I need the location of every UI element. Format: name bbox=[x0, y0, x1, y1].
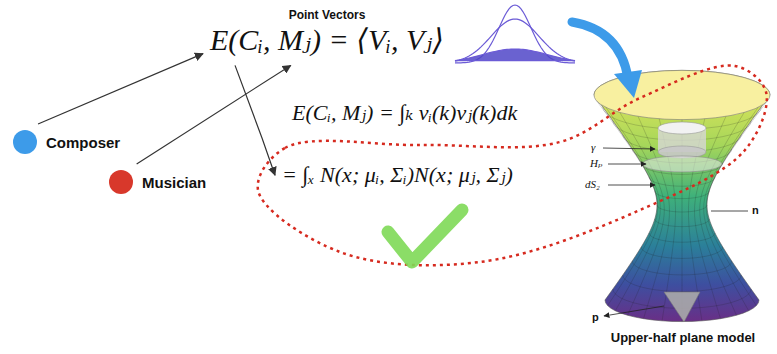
figure-caption: Upper-half plane model bbox=[611, 330, 755, 345]
mesh-line bbox=[704, 107, 759, 310]
mesh-line bbox=[597, 101, 658, 305]
hyperboloid-surface bbox=[594, 70, 770, 321]
symbol-label: n bbox=[752, 204, 759, 216]
formula-text: E(Cᵢ, Mⱼ) = ∫ₖ vᵢ(k)vⱼ(k)dk bbox=[292, 100, 517, 126]
curved-arrow bbox=[572, 22, 628, 78]
formula-node: = ∫ₓ N(x; μᵢ, Σᵢ)N(x; μⱼ, Σⱼ) bbox=[278, 158, 517, 192]
horosphere-plane bbox=[642, 156, 722, 172]
symbol-label: dS₂ bbox=[585, 178, 600, 190]
dotted-ellipse bbox=[258, 65, 767, 265]
arrow-connector bbox=[137, 65, 291, 164]
leader-line bbox=[608, 164, 646, 165]
node-circle bbox=[108, 169, 134, 195]
normal-line bbox=[711, 211, 748, 212]
surface-mesh bbox=[597, 101, 767, 321]
node-circle bbox=[13, 130, 37, 154]
leader-line bbox=[604, 306, 664, 316]
formula-text: = ∫ₓ N(x; μᵢ, Σᵢ)N(x; μⱼ, Σⱼ) bbox=[282, 162, 513, 188]
gaussian-curves bbox=[455, 5, 575, 63]
formula-node: Point VectorsE(Cᵢ, Mⱼ) = ⟨Vᵢ, Vⱼ⟩ bbox=[206, 4, 448, 62]
heading-label: Point Vectors bbox=[210, 8, 444, 22]
musician-node: Musician bbox=[106, 167, 208, 197]
gaussian-curve bbox=[455, 19, 575, 61]
leader-line bbox=[603, 148, 655, 149]
gamma-cylinder bbox=[658, 122, 706, 134]
formula-text: E(Cᵢ, Mⱼ) = ⟨Vᵢ, Vⱼ⟩ bbox=[210, 22, 444, 58]
symbol-label: p bbox=[592, 311, 599, 323]
hyperboloid bbox=[594, 70, 770, 322]
gaussian-curve bbox=[455, 49, 575, 61]
symbol-label: Hₚ bbox=[590, 157, 602, 170]
point-cone bbox=[664, 292, 700, 322]
check-mark bbox=[388, 210, 462, 262]
arrow-connector bbox=[38, 54, 203, 124]
mesh-line bbox=[620, 112, 665, 315]
node-circle bbox=[12, 129, 38, 155]
gaussian-curve bbox=[455, 5, 575, 63]
mesh-line bbox=[606, 107, 661, 310]
node-circle bbox=[109, 170, 133, 194]
mesh-line bbox=[700, 112, 745, 315]
node-name: Composer bbox=[46, 134, 120, 151]
curved-arrow-head bbox=[614, 70, 642, 98]
symbol-label: γ bbox=[591, 141, 595, 153]
leader-line bbox=[608, 185, 655, 186]
arrow-connector bbox=[235, 65, 275, 175]
node-name: Musician bbox=[142, 174, 206, 191]
composer-node: Composer bbox=[10, 127, 122, 157]
